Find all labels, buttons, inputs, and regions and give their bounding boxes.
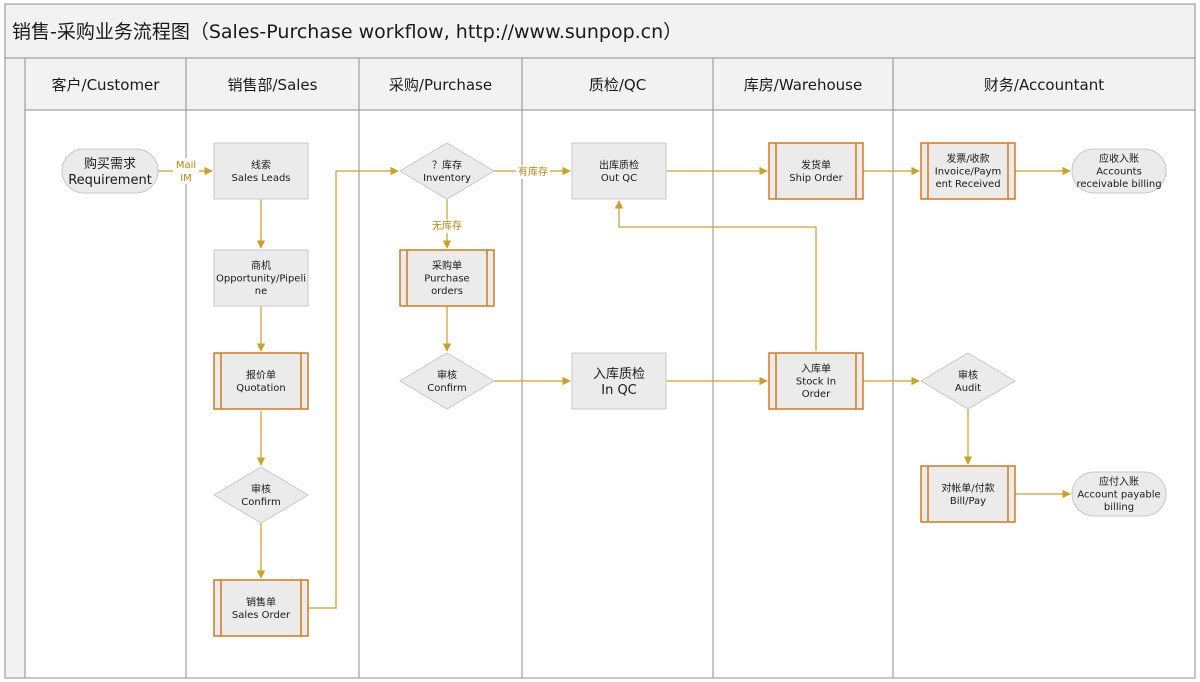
lane-title-purchase: 采购/Purchase	[389, 76, 492, 94]
node-label-purchase-confirm: Confirm	[427, 383, 466, 394]
lane-header-accountant	[892, 57, 1196, 111]
node-label-in-qc: 入库质检	[593, 366, 645, 382]
node-label-bill-pay: 对帐单/付款	[941, 481, 994, 494]
node-label-accounts-payable: Account payable	[1077, 490, 1160, 501]
node-bill-pay[interactable]: 对帐单/付款 Bill/Pay	[920, 465, 1016, 523]
node-label-stock-in-order: Order	[802, 389, 831, 400]
lane-title-customer: 客户/Customer	[52, 76, 161, 94]
node-audit[interactable]: 审核 Audit	[920, 352, 1016, 410]
node-label-audit: Audit	[955, 383, 981, 394]
edge-stockin-outqc	[614, 200, 817, 351]
node-label-accounts-payable: 应付入账	[1099, 475, 1139, 488]
lane-header-customer	[24, 57, 187, 111]
edge-order-inventory	[308, 166, 399, 609]
node-out-qc[interactable]: 出库质检 Out QC	[571, 142, 667, 200]
node-label-audit: 审核	[958, 368, 978, 381]
node-label-inventory: Inventory	[423, 173, 471, 184]
node-label-stock-in-order: Stock In	[796, 377, 836, 388]
page-title: 销售-采购业务流程图（Sales-Purchase workflow, http…	[12, 21, 682, 43]
node-label-inventory: ？库存	[432, 158, 462, 171]
node-label-purchase-orders: Purchase	[424, 274, 469, 285]
node-label-ship-order: 发货单	[801, 158, 831, 171]
lane-header-sales	[185, 57, 360, 111]
node-label-invoice: ent Received	[935, 179, 1000, 190]
node-label-quotation: Quotation	[236, 383, 286, 394]
node-label-quotation: 报价单	[246, 368, 276, 381]
swimlanes: 客户/Customer 销售部/Sales 采购/Purchase 质检/QC 库房/W…	[24, 57, 1196, 679]
lane-title-sales: 销售部/Sales	[228, 76, 318, 94]
node-label-stock-in-order: 入库单	[801, 362, 831, 375]
edge-label-no-stock: 无库存	[432, 219, 462, 232]
node-inventory[interactable]: ？库存 Inventory	[399, 142, 495, 200]
connectors	[158, 166, 1071, 609]
node-sales-order[interactable]: 销售单 Sales Order	[213, 579, 309, 637]
lane-header-warehouse	[712, 57, 894, 111]
node-label-out-qc: Out QC	[601, 173, 637, 184]
node-label-sales-leads: Sales Leads	[231, 173, 290, 184]
node-purchase-confirm[interactable]: 审核 Confirm	[399, 352, 495, 410]
node-quotation[interactable]: 报价单 Quotation	[213, 352, 309, 410]
node-label-opportunity: Opportunity/Pipeli	[216, 274, 306, 285]
node-label-out-qc: 出库质检	[599, 158, 639, 171]
edge-label-mail: Mail	[176, 160, 196, 171]
node-label-accounts-receivable: 应收入账	[1099, 152, 1139, 165]
node-label-invoice: Invoice/Paym	[935, 167, 1002, 178]
node-label-accounts-payable: billing	[1104, 502, 1134, 513]
node-label-invoice: 发票/收款	[946, 152, 989, 165]
left-margin-bar	[4, 57, 26, 679]
node-label-opportunity: 商机	[251, 259, 271, 272]
node-label-purchase-orders: 采购单	[432, 259, 462, 272]
node-label-accounts-receivable: Accounts	[1096, 167, 1142, 178]
node-label-purchase-orders: orders	[431, 286, 463, 297]
node-label-in-qc: In QC	[601, 383, 637, 398]
lane-customer	[24, 109, 187, 679]
node-ship-order[interactable]: 发货单 Ship Order	[768, 142, 864, 200]
node-label-sales-leads: 线索	[251, 158, 271, 171]
node-label-sales-confirm: Confirm	[241, 497, 280, 508]
lane-title-accountant: 财务/Accountant	[984, 76, 1104, 94]
node-label-ship-order: Ship Order	[789, 173, 843, 184]
lane-header-qc	[521, 57, 714, 111]
title-bar	[4, 3, 1196, 59]
node-label-bill-pay: Bill/Pay	[950, 496, 986, 507]
node-label-sales-confirm: 审核	[251, 482, 271, 495]
node-label-requirement: 购买需求	[84, 156, 136, 172]
node-label-requirement: Requirement	[68, 173, 152, 188]
edge-label-im: IM	[180, 173, 192, 184]
edge-label-in-stock: 有库存	[518, 165, 548, 178]
node-label-sales-order: 销售单	[246, 595, 276, 608]
node-label-opportunity: ne	[255, 286, 268, 297]
node-label-sales-order: Sales Order	[232, 610, 291, 621]
node-sales-leads[interactable]: 线索 Sales Leads	[213, 142, 309, 200]
node-label-accounts-receivable: receivable billing	[1076, 179, 1161, 190]
node-label-purchase-confirm: 审核	[437, 368, 457, 381]
node-sales-confirm[interactable]: 审核 Confirm	[213, 466, 309, 524]
lane-title-qc: 质检/QC	[589, 76, 646, 94]
lane-title-warehouse: 库房/Warehouse	[744, 76, 862, 94]
